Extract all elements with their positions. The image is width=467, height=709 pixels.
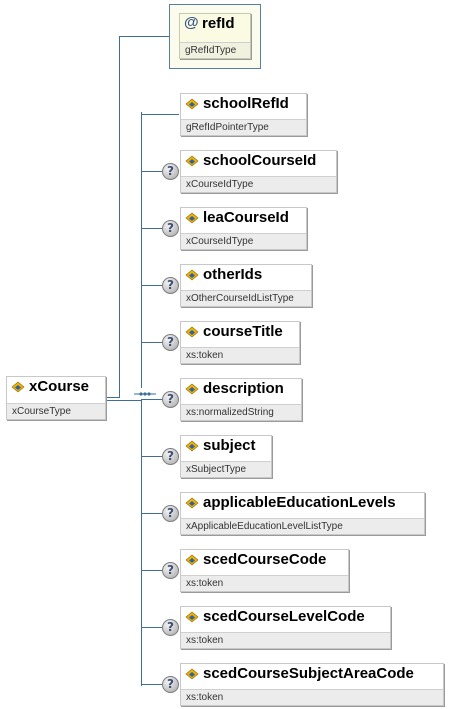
connector-line bbox=[141, 456, 179, 457]
element-name: description bbox=[203, 380, 284, 397]
attribute-name: refId bbox=[202, 15, 235, 32]
connector-attr-horizontal bbox=[119, 36, 169, 37]
element-diamond-icon bbox=[11, 381, 25, 393]
element-diamond-icon bbox=[185, 440, 199, 452]
attribute-box[interactable]: @ refId gRefIdType bbox=[179, 13, 251, 59]
question-mark-icon: ? bbox=[162, 505, 179, 522]
element-type: xs:normalizedString bbox=[181, 404, 301, 420]
element-box[interactable]: subject xSubjectType bbox=[180, 435, 272, 478]
element-box[interactable]: leaCourseId xCourseIdType bbox=[180, 207, 307, 250]
element-box[interactable]: courseTitle xs:token bbox=[180, 321, 300, 364]
element-type: xOtherCourseIdListType bbox=[181, 290, 311, 306]
root-element-type: xCourseType bbox=[7, 403, 105, 419]
connector-attr-vertical bbox=[119, 36, 120, 398]
question-mark-icon: ? bbox=[162, 391, 179, 408]
element-type: xs:token bbox=[181, 575, 348, 591]
element-name: applicableEducationLevels bbox=[203, 494, 396, 511]
element-diamond-icon bbox=[185, 326, 199, 338]
question-mark-icon: ? bbox=[162, 676, 179, 693]
element-name: otherIds bbox=[203, 266, 263, 283]
element-box[interactable]: scedCourseLevelCode xs:token bbox=[180, 606, 391, 649]
question-mark-icon: ? bbox=[162, 448, 179, 465]
element-name: leaCourseId bbox=[203, 209, 289, 226]
element-box[interactable]: schoolCourseId xCourseIdType bbox=[180, 150, 337, 193]
question-mark-icon: ? bbox=[162, 562, 179, 579]
element-type: xCourseIdType bbox=[181, 176, 336, 192]
connector-root-to-sequence bbox=[105, 400, 142, 401]
element-diamond-icon bbox=[185, 383, 199, 395]
connector-line bbox=[141, 399, 179, 400]
element-diamond-icon bbox=[185, 668, 199, 680]
connector-line bbox=[141, 570, 179, 571]
at-sign-icon: @ bbox=[184, 14, 199, 31]
question-mark-icon: ? bbox=[162, 334, 179, 351]
element-diamond-icon bbox=[185, 497, 199, 509]
element-diamond-icon bbox=[185, 98, 199, 110]
question-mark-icon: ? bbox=[162, 220, 179, 237]
connector-line bbox=[141, 114, 179, 115]
element-diamond-icon bbox=[185, 269, 199, 281]
element-box[interactable]: applicableEducationLevels xApplicableEduc… bbox=[180, 492, 425, 535]
element-type: xSubjectType bbox=[181, 461, 271, 477]
element-name: scedCourseSubjectAreaCode bbox=[203, 665, 414, 682]
element-diamond-icon bbox=[185, 212, 199, 224]
element-name: subject bbox=[203, 437, 256, 454]
element-name: courseTitle bbox=[203, 323, 283, 340]
element-type: xs:token bbox=[181, 689, 443, 705]
connector-line bbox=[141, 228, 179, 229]
question-mark-icon: ? bbox=[162, 163, 179, 180]
root-element-box[interactable]: xCourse xCourseType bbox=[6, 376, 106, 420]
connector-line bbox=[141, 513, 179, 514]
element-name: schoolCourseId bbox=[203, 152, 317, 169]
question-mark-icon: ? bbox=[162, 619, 179, 636]
connector-line bbox=[141, 342, 179, 343]
element-diamond-icon bbox=[185, 554, 199, 566]
connector-line bbox=[141, 171, 179, 172]
element-type: xs:token bbox=[181, 632, 390, 648]
element-type: xApplicableEducationLevelListType bbox=[181, 518, 424, 534]
sequence-compositor-icon bbox=[134, 388, 156, 400]
connector-root-right bbox=[105, 397, 119, 398]
attribute-type: gRefIdType bbox=[180, 42, 250, 58]
element-name: scedCourseCode bbox=[203, 551, 327, 568]
element-type: xCourseIdType bbox=[181, 233, 306, 249]
element-name: scedCourseLevelCode bbox=[203, 608, 365, 625]
element-box[interactable]: schoolRefId gRefIdPointerType bbox=[180, 93, 307, 136]
connector-line bbox=[141, 285, 179, 286]
element-box[interactable]: description xs:normalizedString bbox=[180, 378, 302, 421]
root-element-name: xCourse bbox=[29, 378, 90, 395]
connector-line bbox=[141, 684, 179, 685]
connector-line bbox=[141, 627, 179, 628]
element-diamond-icon bbox=[185, 155, 199, 167]
question-mark-icon: ? bbox=[162, 277, 179, 294]
element-type: xs:token bbox=[181, 347, 299, 363]
element-box[interactable]: scedCourseCode xs:token bbox=[180, 549, 349, 592]
element-diamond-icon bbox=[185, 611, 199, 623]
element-name: schoolRefId bbox=[203, 95, 289, 112]
attribute-group-frame: @ refId gRefIdType bbox=[169, 4, 261, 69]
element-type: gRefIdPointerType bbox=[181, 119, 306, 135]
element-box[interactable]: scedCourseSubjectAreaCode xs:token bbox=[180, 663, 444, 706]
element-box[interactable]: otherIds xOtherCourseIdListType bbox=[180, 264, 312, 307]
